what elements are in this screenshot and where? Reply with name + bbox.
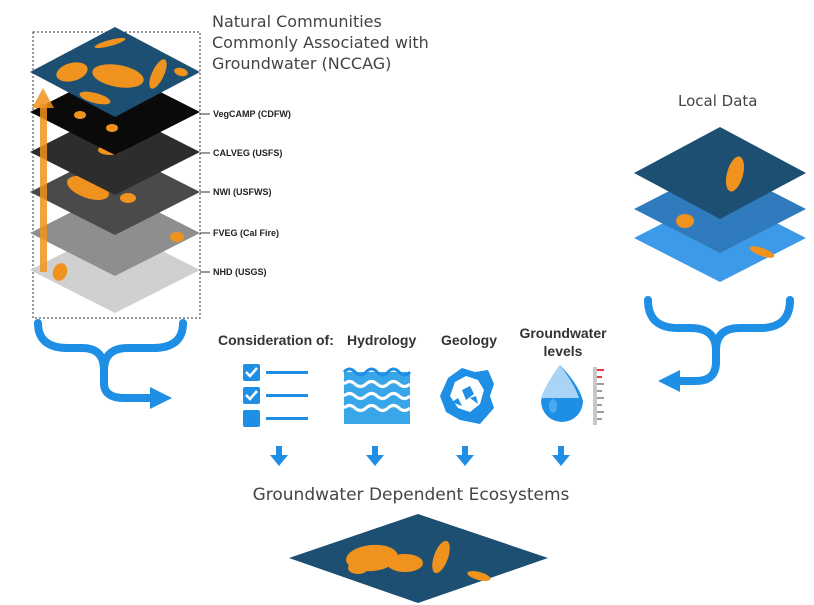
upward-arrow [32,88,54,272]
layer-label-calveg: CALVEG (USFS) [213,148,282,158]
title-line-1: Natural Communities [212,12,382,31]
right-brace-arrowhead [658,370,680,392]
title-line-3: Groundwater (NCCAG) [212,54,391,73]
left-brace-arrow [34,319,187,402]
down-arrow-4 [552,446,570,466]
waves-icon [342,367,412,424]
layer-label-vegcamp: VegCAMP (CDFW) [213,109,291,119]
left-brace-arrowhead [150,387,172,409]
gde-label: Groundwater Dependent Ecosystems [253,485,570,505]
gde-layer [289,514,548,603]
local-data-top-layer [634,127,806,219]
water-level-icon [541,365,604,425]
groundwater-label-line1: Groundwater [519,325,607,341]
checklist-icon [243,364,308,427]
down-arrow-3 [456,446,474,466]
down-arrows [270,446,570,466]
rock-icon [440,368,494,424]
title-line-2: Commonly Associated with [212,33,429,52]
groundwater-label-line2: levels [544,343,583,359]
layer-leaders [200,113,210,273]
layer-label-nhd: NHD (USGS) [213,267,267,277]
down-arrow-2 [366,446,384,466]
layer-label-nwi: NWI (USFWS) [213,187,272,197]
right-brace-arrow [644,296,794,385]
geology-label: Geology [441,332,497,348]
layer-label-fveg: FVEG (Cal Fire) [213,228,279,238]
consideration-heading: Consideration of: [218,332,334,348]
down-arrow-1 [270,446,288,466]
local-data-label: Local Data [678,92,757,110]
hydrology-label: Hydrology [347,332,416,348]
nccag-top-layer [30,27,200,117]
nccag-stack-border [32,31,201,319]
